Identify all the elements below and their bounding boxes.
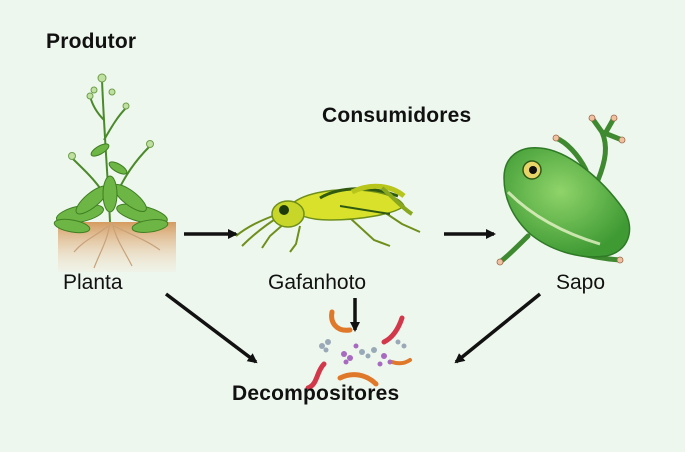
- decomposers-heading: Decompositores: [232, 382, 400, 405]
- arrow-plant-to-decomposers: [164, 292, 258, 364]
- arrows: [164, 229, 542, 364]
- frog-label: Sapo: [556, 271, 606, 294]
- plant-label: Planta: [63, 271, 123, 294]
- plant-illustration: [53, 73, 176, 272]
- decomposers-illustration: [305, 309, 412, 391]
- producer-heading: Produtor: [46, 30, 137, 53]
- grasshopper-label: Gafanhoto: [268, 271, 367, 294]
- frog-illustration: [496, 114, 631, 266]
- consumers-heading: Consumidores: [322, 104, 472, 127]
- arrow-frog-to-decomposers: [454, 292, 542, 364]
- grasshopper-illustration: [235, 183, 421, 253]
